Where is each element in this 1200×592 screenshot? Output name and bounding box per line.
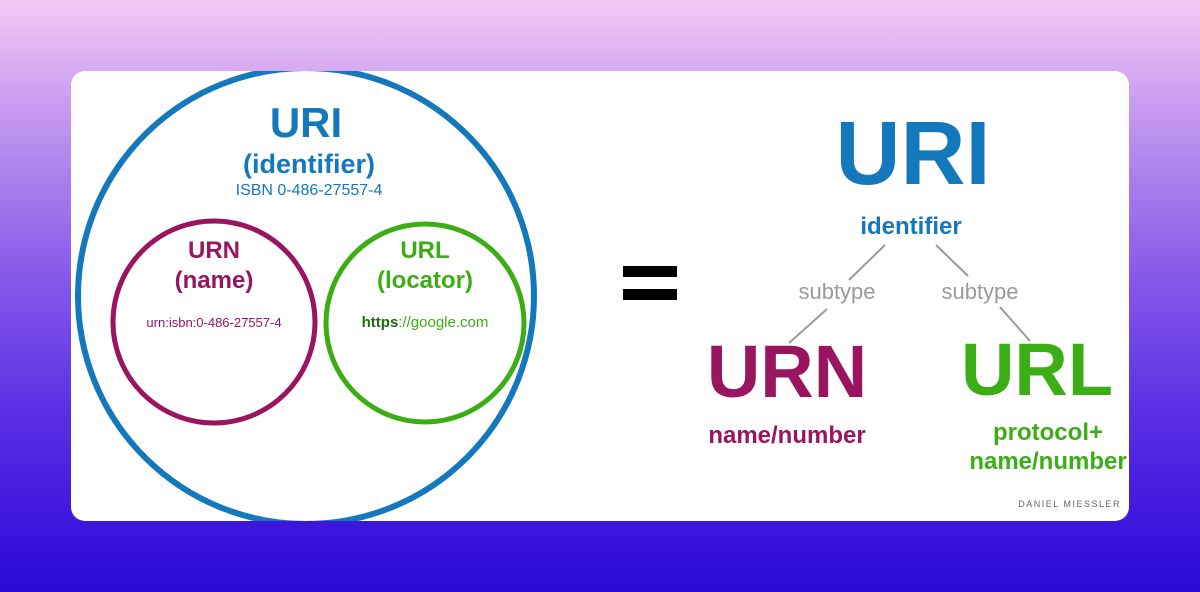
subtype-right-label: subtype <box>941 279 1019 304</box>
diagram-shapes <box>75 71 1031 521</box>
subtype-left-label: subtype <box>798 279 876 304</box>
left-uri-example: ISBN 0-486-27557-4 <box>235 182 383 199</box>
left-url-example: https://google.com <box>362 315 489 330</box>
right-url-title: URL <box>960 328 1114 411</box>
author-signature: DANIEL MIESSLER <box>1018 499 1121 509</box>
left-urn-example: urn:isbn:0-486-27557-4 <box>146 315 282 330</box>
line-subtype-right-to-url <box>999 306 1031 342</box>
left-urn-title: URN <box>188 237 240 264</box>
line-uri-to-subtype-left <box>848 244 886 281</box>
left-url-subtitle: (locator) <box>377 267 473 294</box>
right-url-label-line1: protocol+ <box>992 419 1104 446</box>
left-urn-subtitle: (name) <box>174 267 254 294</box>
right-url-label-line2: name/number <box>969 448 1127 475</box>
diagram-card: URI (identifier) ISBN 0-486-27557-4 URN … <box>71 71 1129 521</box>
right-urn-title: URN <box>706 330 868 413</box>
uri-circle <box>75 71 537 521</box>
left-url-example-rest: ://google.com <box>398 314 489 331</box>
left-url-title: URL <box>400 237 450 264</box>
equals-bar-bottom <box>623 289 677 300</box>
equals-bar-top <box>623 266 677 277</box>
url-circle <box>323 221 527 425</box>
urn-circle <box>110 218 318 426</box>
right-uri-label: identifier <box>860 213 962 240</box>
left-uri-title: URI <box>269 99 343 146</box>
left-url-example-protocol: https <box>361 314 399 331</box>
right-uri-title: URI <box>835 104 991 204</box>
right-urn-label: name/number <box>708 422 866 449</box>
line-uri-to-subtype-right <box>935 244 969 277</box>
line-subtype-left-to-urn <box>788 308 828 344</box>
left-uri-subtitle: (identifier) <box>243 149 375 179</box>
